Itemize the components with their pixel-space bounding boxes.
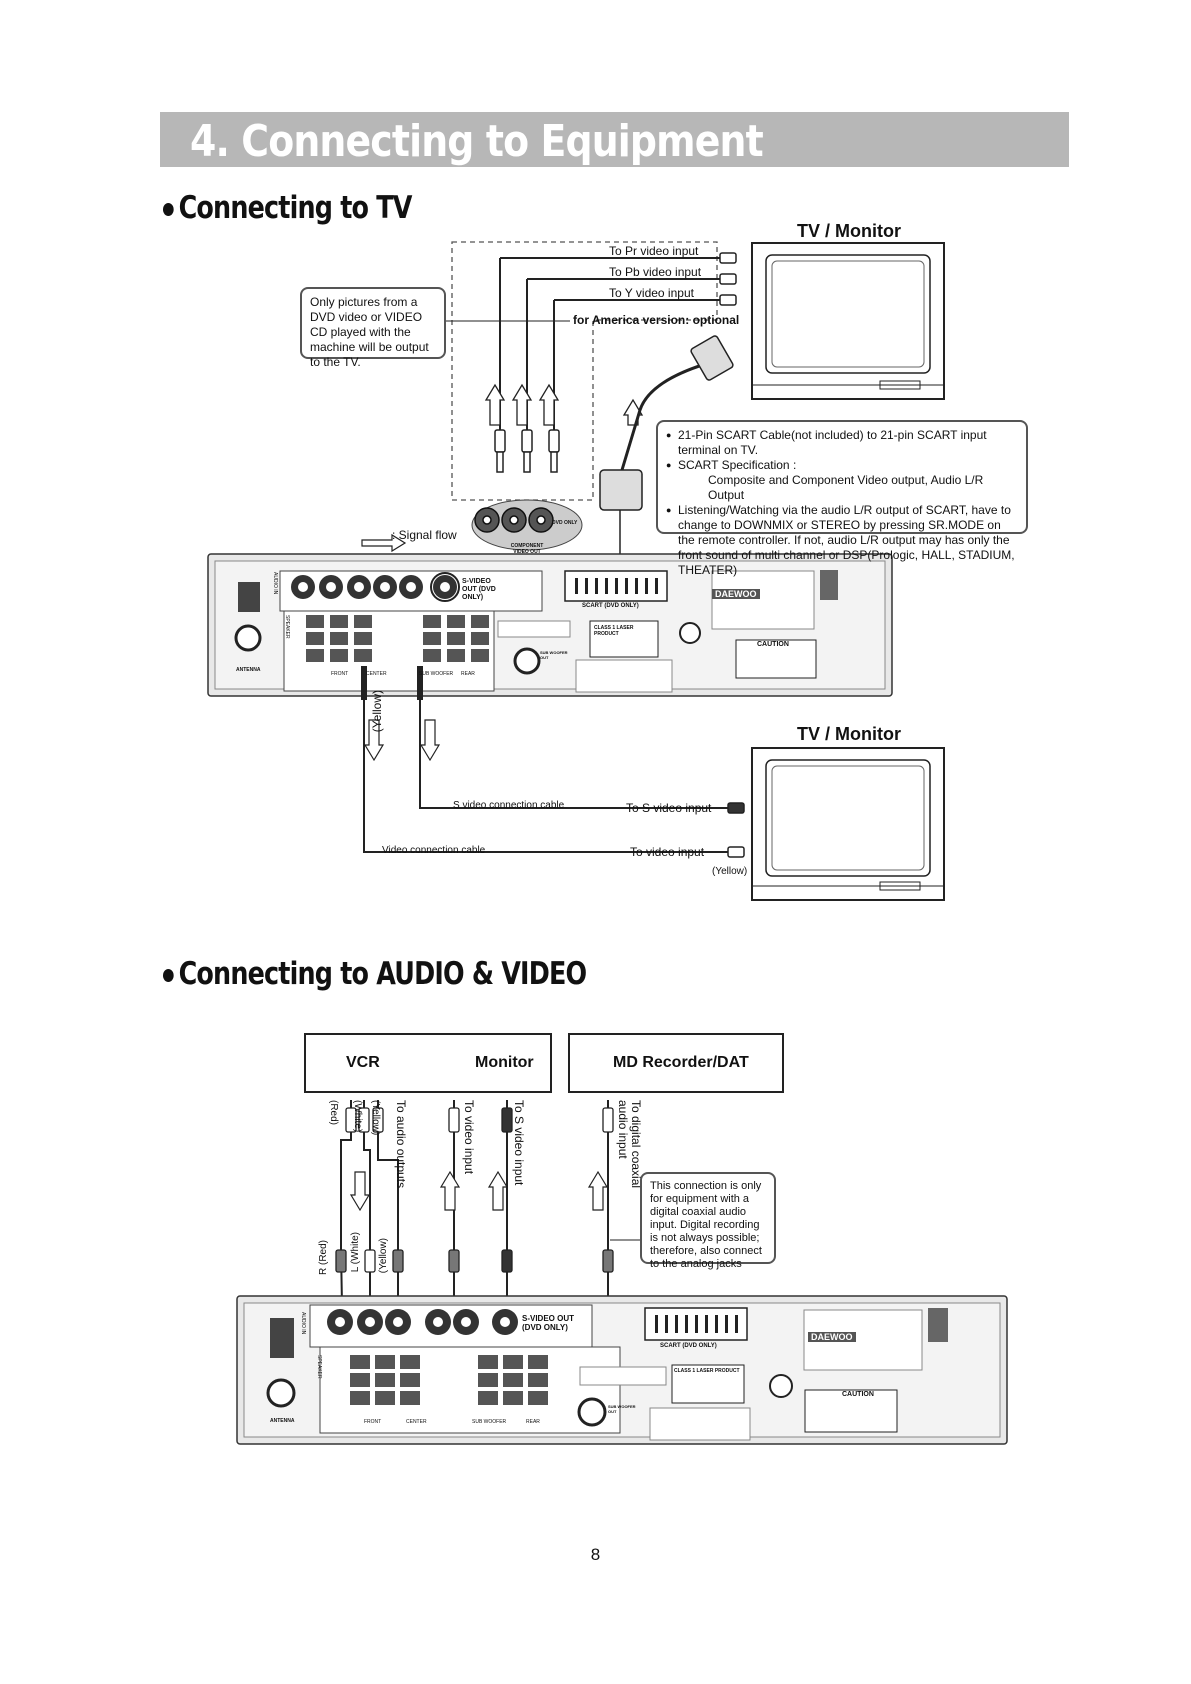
device2-subwoofer-out: SUB WOOFER OUT bbox=[608, 1404, 636, 1414]
device2-center: CENTER bbox=[406, 1419, 427, 1425]
note-scart-bullet-2-text: SCART Specification : bbox=[678, 458, 797, 472]
device1-scart-label: SCART (DVD ONLY) bbox=[582, 603, 639, 609]
device2-rear: REAR bbox=[526, 1419, 540, 1425]
label-vcr: VCR bbox=[346, 1054, 380, 1071]
title-bar: 4. Connecting to Equipment bbox=[160, 112, 1069, 167]
bullet-icon bbox=[163, 969, 174, 982]
device2-antenna: ANTENNA bbox=[270, 1418, 295, 1424]
note-scart-bullet-2-sub: Composite and Component Video output, Au… bbox=[708, 473, 984, 502]
device1-brand: DAEWOO bbox=[712, 589, 760, 599]
label-america-optional: for America version: optional bbox=[573, 313, 740, 327]
section-heading-av-text: Connecting to AUDIO & VIDEO bbox=[178, 956, 588, 992]
note-dvd-output-text: Only pictures from a DVD video or VIDEO … bbox=[310, 295, 429, 369]
label-to-video: To video input bbox=[630, 845, 705, 859]
device2-sub-woofer: SUB WOOFER bbox=[472, 1419, 507, 1425]
device2-caution: CAUTION bbox=[842, 1391, 874, 1398]
device2-front: FRONT bbox=[364, 1419, 382, 1425]
section-heading-tv: Connecting to TV bbox=[163, 190, 412, 226]
device2-brand: DAEWOO bbox=[808, 1332, 856, 1342]
device1-antenna: ANTENNA bbox=[236, 667, 261, 673]
label-to-pr: To Pr video input bbox=[609, 244, 699, 258]
rca-plugs-tv bbox=[494, 252, 737, 473]
label-yellow-top: (Yellow) bbox=[370, 1100, 381, 1136]
label-signal-flow: : Signal flow bbox=[392, 528, 457, 542]
label-yellow-bottom: (Yellow) bbox=[712, 866, 748, 877]
label-yellow-av-bottom: (Yellow) bbox=[378, 1238, 389, 1274]
signal-flow-icon bbox=[361, 533, 407, 553]
tv-monitor-bottom bbox=[751, 747, 945, 901]
tv-monitor-label-top: TV / Monitor bbox=[797, 221, 901, 241]
device1-sub-woofer: SUB WOOFER bbox=[419, 671, 454, 677]
label-to-pb: To Pb video input bbox=[609, 265, 702, 279]
section-heading-av: Connecting to AUDIO & VIDEO bbox=[163, 956, 588, 992]
label-to-s-video-input: To S video input bbox=[512, 1100, 526, 1186]
device2-scart-label: SCART (DVD ONLY) bbox=[660, 1343, 717, 1349]
label-video-cable: Video connection cable bbox=[382, 845, 486, 856]
label-md-recorder: MD Recorder/DAT bbox=[613, 1054, 749, 1071]
label-to-audio-outputs: To audio outputs bbox=[394, 1100, 408, 1189]
tv-monitor-top bbox=[751, 242, 945, 400]
label-red-top: (Red) bbox=[328, 1100, 339, 1126]
device2-laser: CLASS 1 LASER PRODUCT bbox=[674, 1368, 740, 1374]
note-dvd-output: Only pictures from a DVD video or VIDEO … bbox=[300, 287, 446, 369]
device1-laser: CLASS 1 LASER PRODUCT bbox=[594, 625, 634, 637]
section-heading-tv-text: Connecting to TV bbox=[178, 190, 413, 226]
device1-speaker: SPEAKER bbox=[284, 615, 290, 639]
component-jacks bbox=[474, 507, 554, 533]
signal-arrows-down bbox=[363, 719, 441, 762]
optional-region bbox=[451, 241, 718, 501]
component-jack-oval bbox=[471, 499, 583, 551]
device1-svideo-label: S-VIDEO OUT (DVD ONLY) bbox=[462, 578, 496, 601]
tv-monitor-label-bottom: TV / Monitor bbox=[797, 724, 901, 744]
label-s-video-cable: S video connection cable bbox=[453, 800, 565, 811]
device2-svideo-label: S-VIDEO OUT (DVD ONLY) bbox=[522, 1314, 575, 1332]
scart-plug-device bbox=[599, 469, 643, 511]
note-scart: 21-Pin SCART Cable(not included) to 21-p… bbox=[656, 420, 1028, 577]
device2-audio-in: AUDIO IN bbox=[300, 1312, 306, 1335]
note-scart-bullet-1: 21-Pin SCART Cable(not included) to 21-p… bbox=[666, 428, 1018, 458]
scart-plug-tv bbox=[690, 335, 734, 381]
label-r-red: R (Red) bbox=[318, 1240, 329, 1276]
device1-dvd-only-label: DVD ONLY bbox=[552, 520, 578, 526]
label-to-digital-coaxial: To digital coaxial audio input bbox=[616, 1100, 643, 1189]
page-title: 4. Connecting to Equipment bbox=[190, 116, 764, 167]
av-signal-arrows bbox=[349, 1170, 609, 1212]
label-l-white: L (White) bbox=[350, 1232, 361, 1273]
plugs-tv-bottom bbox=[727, 802, 745, 858]
device1-audio-in: AUDIO IN bbox=[272, 572, 278, 595]
device-rear-panel-2 bbox=[236, 1295, 1008, 1445]
bullet-icon bbox=[163, 203, 174, 216]
device1-front: FRONT bbox=[331, 671, 349, 677]
page-number: 8 bbox=[590, 1545, 601, 1564]
md-recorder-box bbox=[568, 1033, 784, 1093]
scart-cable bbox=[620, 360, 713, 471]
label-yellow-vertical: (Yellow) bbox=[370, 690, 384, 733]
device-rear-panel-1 bbox=[207, 553, 893, 697]
device1-rear: REAR bbox=[461, 671, 475, 677]
device1-component-label: COMPONENT VIDEO OUT bbox=[510, 543, 544, 555]
note-digital-recording-text: This connection is only for equipment wi… bbox=[650, 1180, 762, 1270]
av-plugs bbox=[335, 1107, 614, 1273]
note-digital-recording: This connection is only for equipment wi… bbox=[640, 1172, 776, 1270]
device2-speaker: SPEAKER bbox=[316, 1355, 322, 1379]
device1-subwoofer-out: SUB WOOFER OUT bbox=[540, 650, 568, 660]
note-scart-bullet-2: SCART Specification :Composite and Compo… bbox=[666, 458, 1018, 503]
device1-center: CENTER bbox=[366, 671, 387, 677]
label-to-y: To Y video input bbox=[609, 286, 694, 300]
label-to-video-input: To video input bbox=[462, 1100, 476, 1175]
device1-caution: CAUTION bbox=[757, 641, 789, 648]
video-cables-down bbox=[361, 666, 728, 853]
label-monitor: Monitor bbox=[475, 1054, 534, 1071]
vcr-monitor-box bbox=[304, 1033, 552, 1093]
label-white-top: (White) bbox=[352, 1100, 363, 1133]
signal-arrows-up bbox=[484, 383, 644, 426]
note-scart-bullet-3: Listening/Watching via the audio L/R out… bbox=[666, 503, 1018, 578]
component-cables bbox=[435, 257, 720, 430]
label-to-s-video: To S video input bbox=[626, 801, 712, 815]
